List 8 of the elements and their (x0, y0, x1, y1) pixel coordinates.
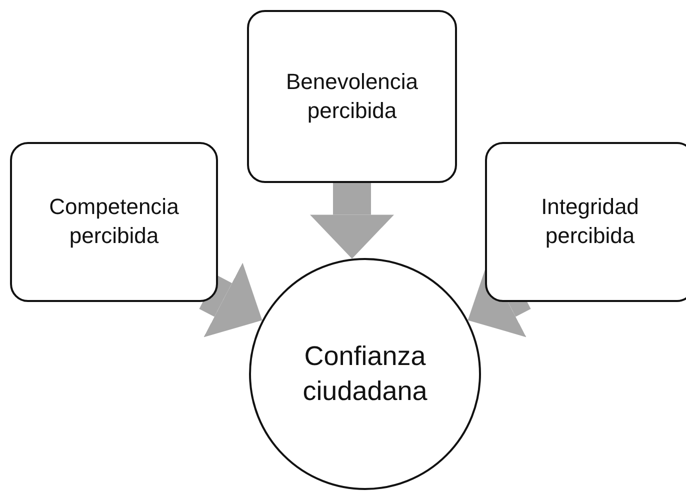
factor-box (247, 10, 457, 183)
node-label: Benevolencia percibida (284, 68, 420, 125)
node-label: Competencia percibida (48, 193, 180, 250)
block-arrow (199, 262, 262, 338)
factor-box (485, 142, 686, 302)
factor-box (10, 142, 218, 302)
node-label: Confianza ciudadana (302, 340, 428, 408)
node-label: Integridad percibida (540, 193, 640, 250)
